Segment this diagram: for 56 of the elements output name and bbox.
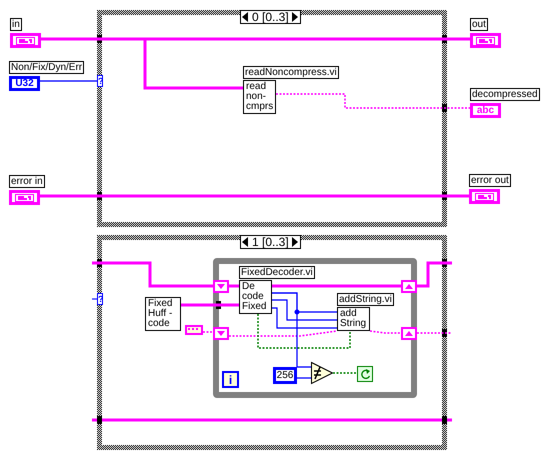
wire [417,262,452,288]
terminal [10,18,41,48]
wire [276,93,470,109]
wire [229,284,239,288]
sequence-frame [97,10,447,227]
subvi-node [337,293,394,331]
terminal-value: abc [470,103,501,118]
wire [272,284,401,288]
sequence-frame [97,235,447,450]
terminal [469,174,511,204]
wire [40,80,97,82]
terminal [9,61,84,91]
numeric-constant: 256 [273,367,297,384]
loop-condition [357,366,373,382]
wire [203,331,213,333]
subvi-node [239,266,315,314]
terminal-label: decompressed [470,88,540,101]
frame-number: 1 [0..3] [252,236,289,248]
wire [181,304,239,306]
wire [370,330,401,334]
string-constant: Fixed Huff -code [145,297,181,331]
shift-register [401,280,417,293]
wire [92,262,213,288]
wire [272,292,311,368]
terminal-label: out [470,18,488,31]
subvi-box: De code Fixed [239,280,272,314]
wire [40,194,469,198]
subvi-label: FixedDecoder.vi [239,266,315,279]
wire [257,314,351,349]
wire [272,307,337,329]
terminal-label: error out [469,174,511,187]
shift-register [213,280,229,293]
iteration-terminal: i [222,371,239,388]
wire [417,332,452,334]
subvi-label: readNoncompress.vi [243,66,339,79]
empty-string-constant [185,325,203,335]
terminal [470,88,540,118]
wire [297,377,311,379]
terminal-value: U32 [9,76,40,91]
frame-number: 0 [0..3] [252,11,289,23]
wire [333,372,357,374]
subvi-label: addString.vi [337,293,394,306]
subvi-node [243,66,339,114]
shift-register [401,327,417,340]
wire [272,299,337,321]
subvi-box: read non- cmprs [243,80,276,114]
terminal [470,18,501,48]
terminal-label: in [10,18,22,31]
while-loop [213,258,417,398]
terminal-label: Non/Fix/Dyn/Err [9,61,84,74]
terminal-label: error in [9,175,45,188]
subvi-box: add String [337,307,370,331]
terminal [9,175,45,205]
not-equal-comparator [311,362,333,384]
shift-register [213,327,229,340]
wire [229,330,338,337]
